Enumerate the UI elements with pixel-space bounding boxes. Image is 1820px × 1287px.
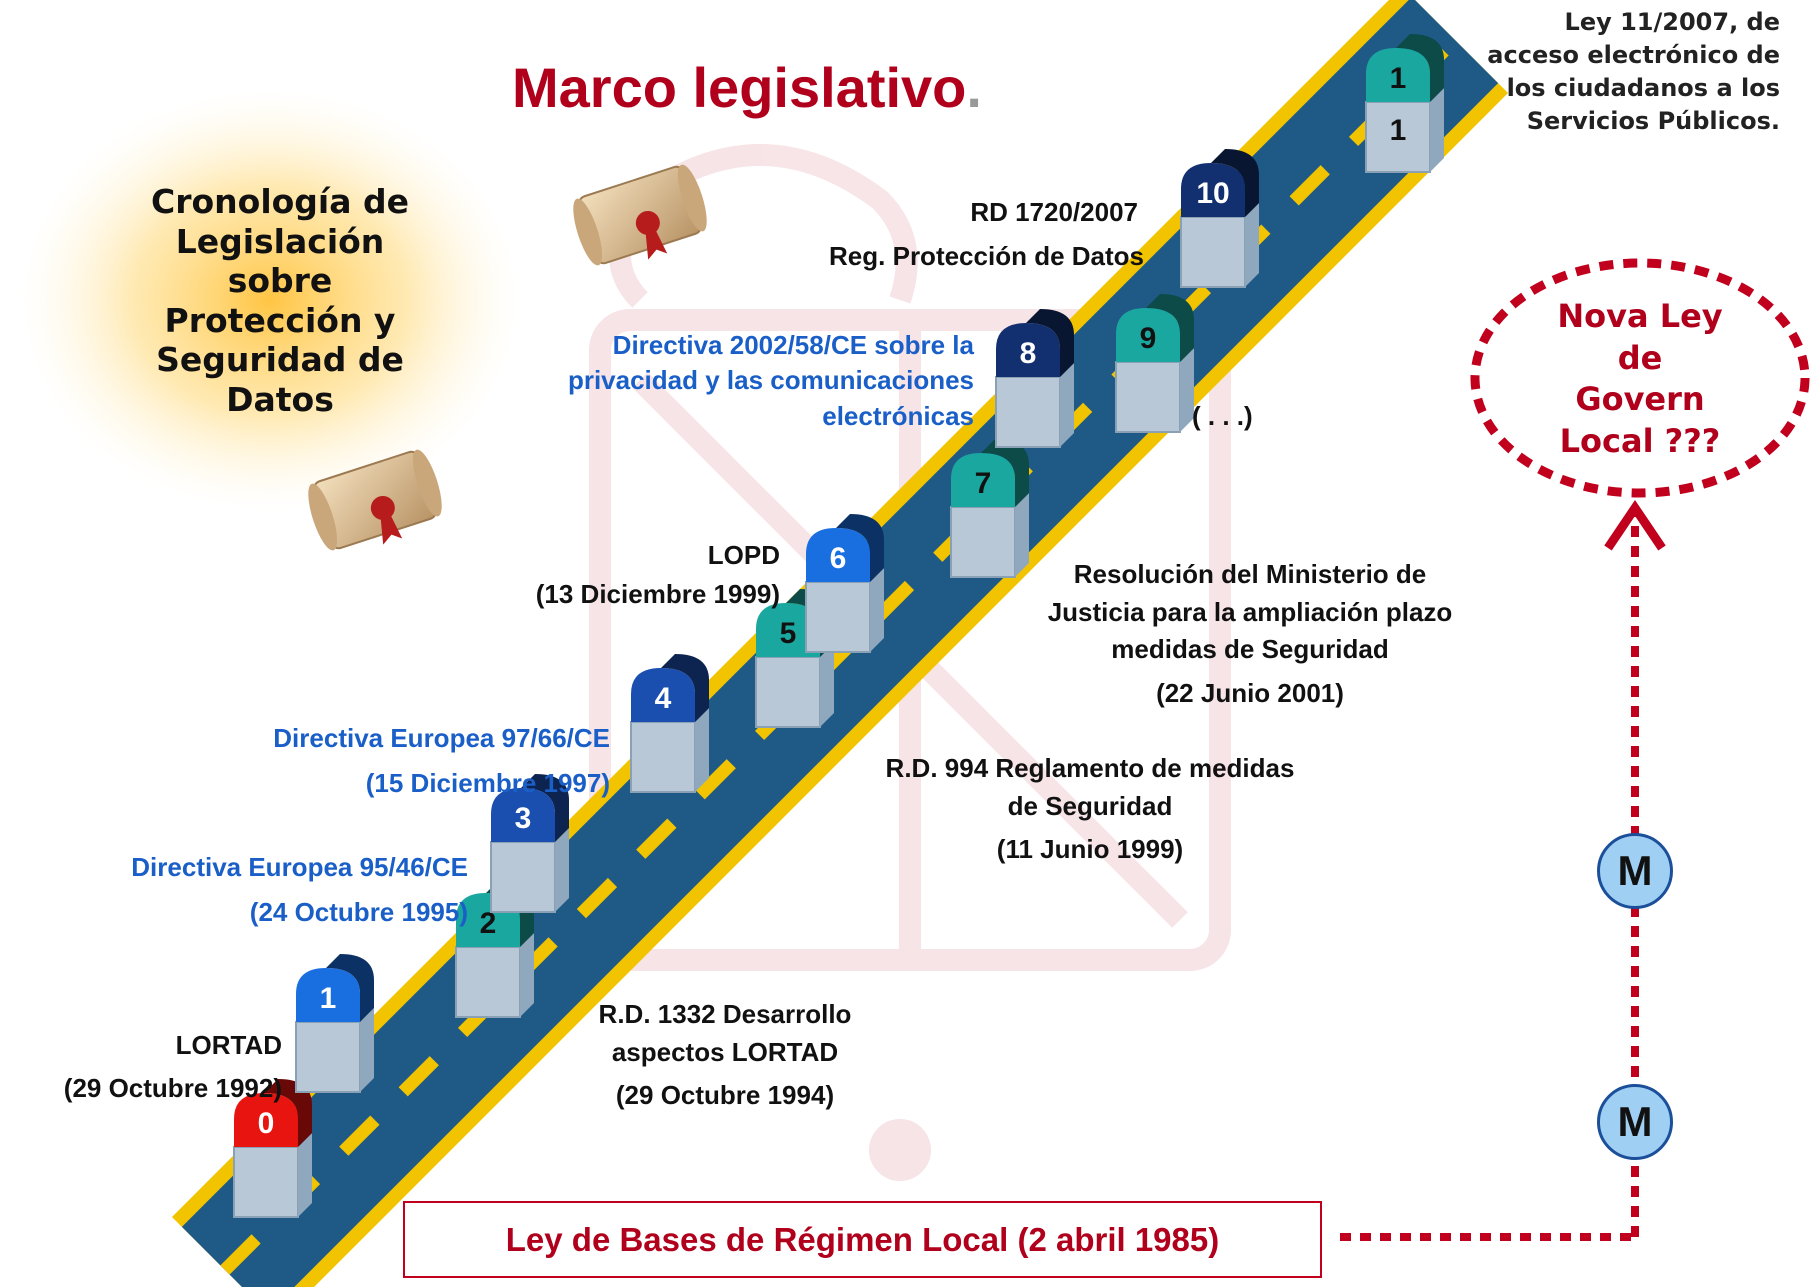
page-title: Marco legislativo. [512,55,982,120]
heading-line: Legislación [175,221,385,261]
milestone-marker: 1 [295,954,374,1093]
milestone-marker: 3 [490,774,569,913]
note-line: Servicios Públicos. [1526,107,1780,136]
milestone-number: 1 [1390,62,1407,95]
nova-line: Nova Ley [1557,297,1723,335]
label-lortad: LORTAD (29 Octubre 1992) [6,1024,282,1110]
milestone-number: 7 [975,467,992,500]
milestone-marker: 10 [1180,149,1259,288]
label-line: de Seguridad [1007,790,1173,821]
label-lopd: LOPD (13 Diciembre 1999) [440,536,780,614]
label-line: medidas de Seguridad [1111,634,1389,665]
m-marker: M [1597,1084,1673,1160]
heading-line: Seguridad de [156,340,404,380]
label-directiva-97-66: Directiva Europea 97/66/CE (15 Diciembre… [150,716,610,805]
ley-bases-box: Ley de Bases de Régimen Local (2 abril 1… [403,1201,1322,1278]
label-line: LORTAD [175,1030,282,1060]
heading-line: Datos [226,379,334,419]
label-line: Justicia para la ampliación plazo [1047,596,1453,627]
milestone-number: 5 [780,617,797,650]
milestone-number: 6 [830,542,847,575]
milestone-marker: 7 [950,439,1029,578]
label-line: R.D. 1332 Desarrollo [598,999,852,1029]
ley-11-2007-note: Ley 11/2007, de acceso electrónico de lo… [1420,6,1780,138]
label-line: (13 Diciembre 1999) [535,579,780,609]
label-resolucion: Resolución del Ministerio de Justicia pa… [980,556,1520,713]
milestone-marker: 4 [630,654,709,793]
nova-ley-text: Nova Ley de Govern Local ??? [1490,296,1790,462]
nova-line: Local ??? [1559,421,1721,460]
chronology-heading: Cronología de Legislación sobre Protecci… [120,182,440,420]
label-rd1720: RD 1720/2007 Reg. Protección de Datos [720,194,1144,275]
label-line: (22 Junio 2001) [1156,678,1344,709]
milestone-marker: 9 [1115,294,1194,433]
milestone-number: 10 [1196,177,1229,210]
label-line: Directiva 2002/58/CE sobre la [612,330,974,360]
milestone-marker: 11 [1365,34,1444,173]
milestone-marker: 6 [805,514,884,653]
label-line: (24 Octubre 1995) [249,896,468,927]
milestone-marker: 0 [233,1079,312,1218]
milestone-number: 8 [1020,337,1037,370]
ley-bases-label: Ley de Bases de Régimen Local (2 abril 1… [505,1221,1220,1258]
note-line: Ley 11/2007, de [1564,8,1780,36]
label-rd994: R.D. 994 Reglamento de medidas de Seguri… [860,750,1320,869]
arrow-up-icon [1604,499,1666,551]
label-line: Reg. Protección de Datos [829,240,1144,271]
label-line: (29 Octubre 1994) [615,1080,835,1111]
label-rd1332: R.D. 1332 Desarrollo aspectos LORTAD (29… [560,996,890,1115]
label-line: electrónicas [822,400,974,431]
milestone-number: 3 [515,802,532,835]
note-line: acceso electrónico de [1487,41,1780,70]
label-line: LOPD [707,540,780,570]
heading-line: sobre [227,261,333,301]
heading-glow [20,90,520,510]
label-line: Resolución del Ministerio de [1073,559,1427,589]
title-dot: . [966,56,982,119]
heading-line: Cronología de [150,182,409,221]
milestone-number: 4 [655,682,672,715]
milestone-number: 1 [320,982,337,1015]
milestone-number: 2 [480,907,497,940]
label-line: aspectos LORTAD [611,1036,839,1067]
label-directiva-2002-58: Directiva 2002/58/CE sobre la privacidad… [430,328,974,434]
label-line: Directiva Europea 97/66/CE [273,723,610,753]
diploma-scroll-icon [308,449,442,551]
nova-ley-ellipse [1470,258,1810,498]
milestone-marker: 8 [995,309,1074,448]
label-line: R.D. 994 Reglamento de medidas [885,753,1295,783]
label-ellipsis: ( . . .) [1192,401,1253,431]
nova-line: Govern [1575,380,1705,419]
diploma-scroll-icon [573,164,707,266]
title-text: Marco legislativo [512,56,967,119]
nova-line: de [1617,338,1663,377]
note-line: los ciudadanos a los [1506,74,1780,103]
label-line: (29 Octubre 1992) [63,1072,282,1103]
milestone-number: 1 [1390,114,1407,147]
label-directiva-95-46: Directiva Europea 95/46/CE (24 Octubre 1… [20,845,468,934]
milestone-number: 9 [1140,322,1157,355]
label-line: privacidad y las comunicaciones [567,365,974,396]
heading-line: Protección y [164,300,396,340]
m-marker: M [1597,833,1673,909]
milestone-number: 0 [258,1107,275,1140]
label-line: Directiva Europea 95/46/CE [131,852,468,882]
label-line: (11 Junio 1999) [996,834,1184,865]
label-line: RD 1720/2007 [970,197,1138,227]
label-line: (15 Diciembre 1997) [365,767,610,798]
